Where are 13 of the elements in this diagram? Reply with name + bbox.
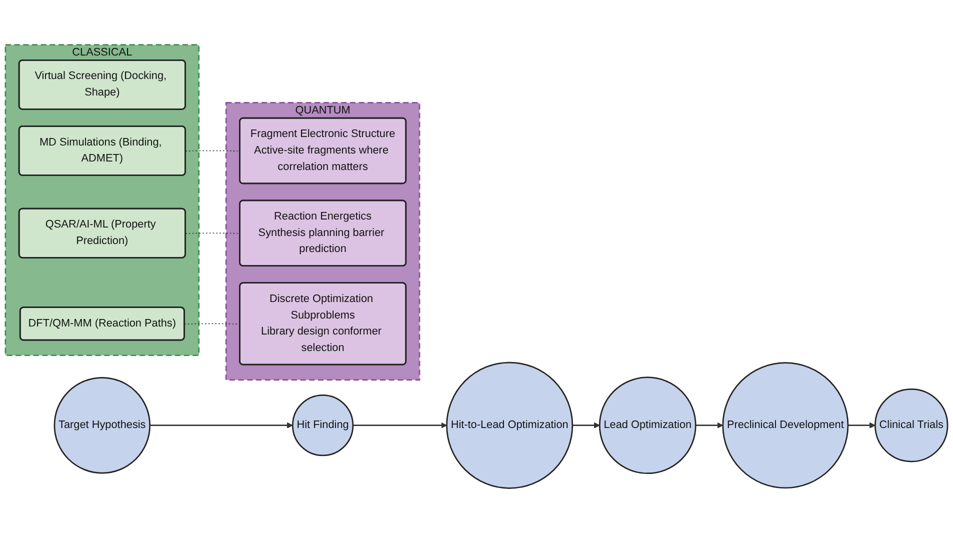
connector xyxy=(185,150,240,152)
arrow xyxy=(696,422,724,428)
arrow xyxy=(572,422,600,428)
node-circle: Hit-to-Lead Optimization xyxy=(446,362,574,489)
node-circle: Clinical Trials xyxy=(874,388,948,462)
arrow xyxy=(352,422,448,428)
arrow xyxy=(150,422,293,428)
connector xyxy=(185,232,240,234)
node-circle: Target Hypothesis xyxy=(54,376,151,474)
node-circle: Preclinical Development xyxy=(722,362,849,489)
arrow xyxy=(848,422,876,428)
node-circle: Lead Optimization xyxy=(598,376,696,474)
node-circle: Hit Finding xyxy=(292,394,354,456)
